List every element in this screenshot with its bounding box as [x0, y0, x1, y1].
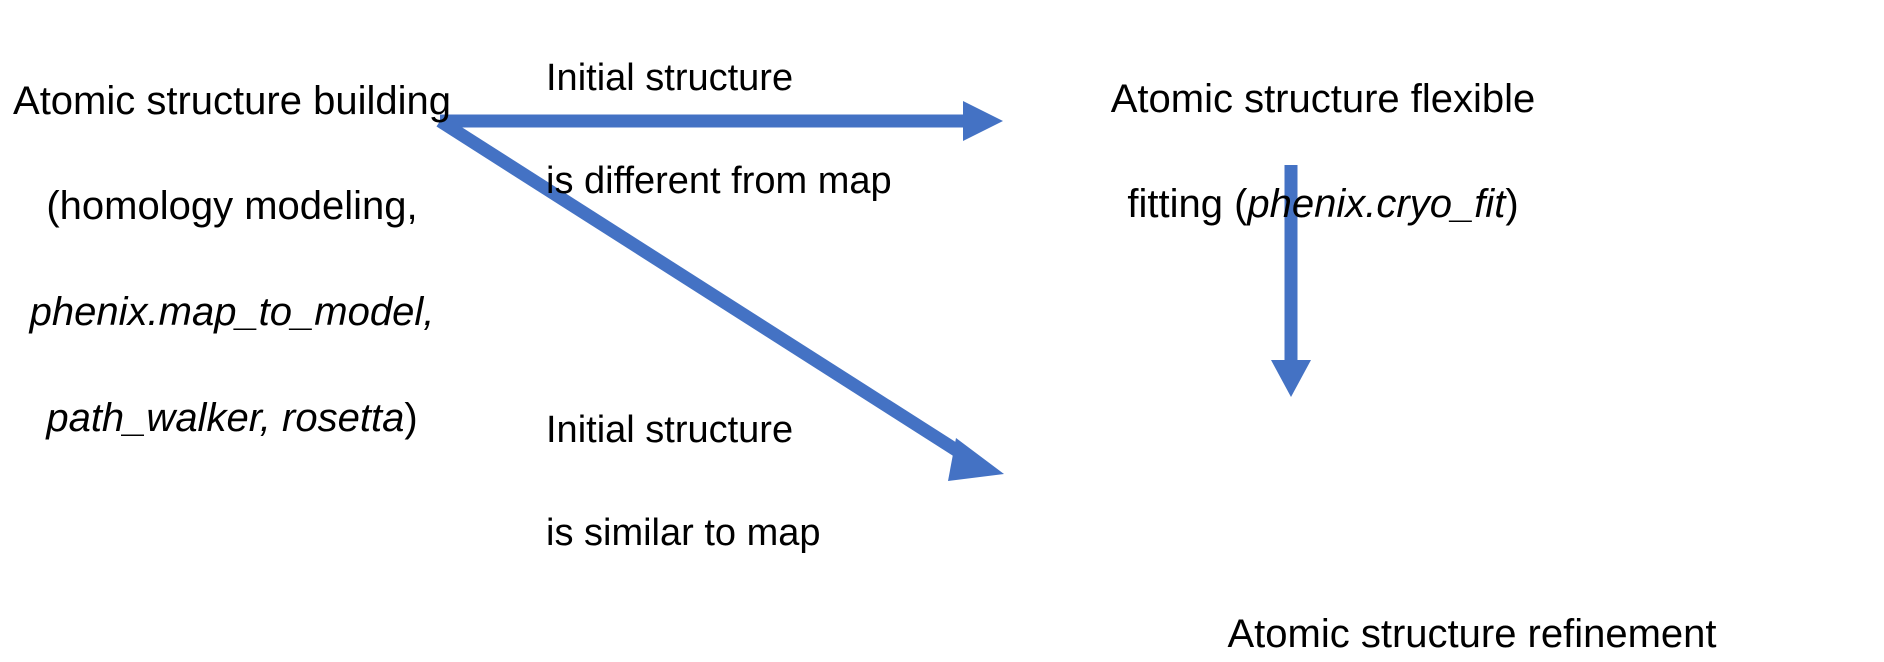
node-build-line4-tail: ): [404, 395, 418, 440]
node-flexfit-line1: Atomic structure flexible: [1110, 76, 1536, 121]
node-build-line4: path_walker, rosetta): [2, 392, 462, 445]
node-atomic-structure-flexible-fitting: Atomic structure flexible fitting (pheni…: [1088, 20, 1558, 284]
edge-label-initial-structure-similar: Initial structure is similar to map: [546, 354, 926, 610]
node-build-line4-code: path_walker, rosetta: [46, 395, 405, 440]
edge-label-similar-line1: Initial structure: [546, 409, 794, 452]
node-build-line3-code: phenix.map_to_model,: [29, 289, 435, 334]
node-flexfit-line2-prefix: fitting (: [1127, 182, 1248, 227]
node-build-line2: (homology modeling,: [46, 184, 418, 229]
node-atomic-structure-refinement: Atomic structure refinement (phenix.real…: [1062, 555, 1882, 662]
node-refine-line1: Atomic structure refinement: [1227, 611, 1717, 656]
node-flexfit-line2-tail: ): [1505, 182, 1519, 227]
node-atomic-structure-building: Atomic structure building (homology mode…: [2, 22, 462, 497]
node-flexfit-line2: fitting (phenix.cryo_fit): [1088, 178, 1558, 231]
edge-label-initial-structure-different: Initial structure is different from map: [546, 2, 926, 258]
node-build-line1: Atomic structure building: [13, 78, 451, 123]
edge-label-different-line2: is different from map: [546, 159, 892, 202]
edge-label-similar-line2: is similar to map: [546, 511, 821, 554]
edge-label-different-line1: Initial structure: [546, 57, 794, 100]
node-flexfit-line2-code: phenix.cryo_fit: [1247, 182, 1506, 227]
